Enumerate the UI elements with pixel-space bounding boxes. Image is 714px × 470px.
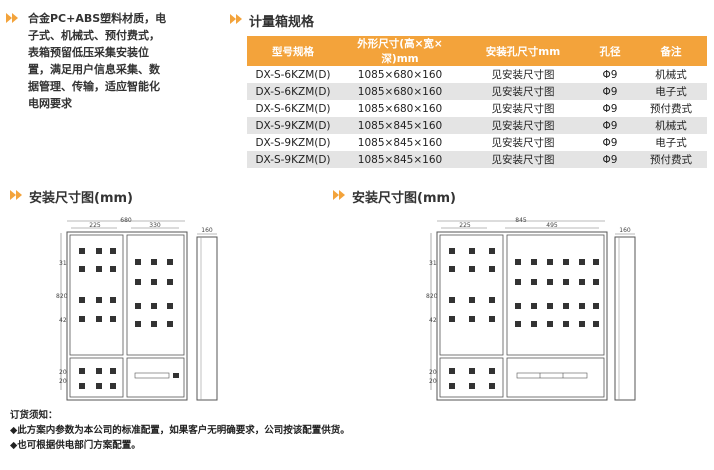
dim-depth: 160 bbox=[201, 227, 213, 234]
drawing-left-title: 安装尺寸图(mm) bbox=[29, 191, 133, 206]
dim-left-c: 200 bbox=[59, 369, 71, 376]
cell: Φ9 bbox=[585, 151, 635, 168]
dim-top-right: 330 bbox=[149, 222, 161, 229]
installation-drawing-left: 680 225 330 310 820 420 200 205 160 bbox=[56, 217, 218, 401]
cell: 1085×845×160 bbox=[339, 134, 461, 151]
dim-top-left: 225 bbox=[89, 222, 101, 229]
notes-title: 订货须知： bbox=[10, 410, 58, 421]
double-arrow-icon bbox=[230, 14, 242, 24]
cell: DX-S-9KZM(D) bbox=[247, 151, 339, 168]
dim-left-b: 420 bbox=[59, 317, 71, 324]
cell: 1085×845×160 bbox=[339, 117, 461, 134]
cell: 1085×680×160 bbox=[339, 83, 461, 100]
table-row: DX-S-6KZM(D) 1085×680×160 见安装尺寸图 Φ9 预付费式 bbox=[247, 100, 707, 117]
cell: 见安装尺寸图 bbox=[461, 83, 585, 100]
order-notes: 订货须知： ◆此方案内参数为本公司的标准配置，如果客户无明确要求，公司按该配置供… bbox=[10, 408, 350, 453]
cell: Φ9 bbox=[585, 134, 635, 151]
cell: 机械式 bbox=[635, 117, 707, 134]
cell: 见安装尺寸图 bbox=[461, 66, 585, 83]
table-row: DX-S-9KZM(D) 1085×845×160 见安装尺寸图 Φ9 电子式 bbox=[247, 134, 707, 151]
col-header: 孔径 bbox=[585, 36, 635, 66]
cell: 机械式 bbox=[635, 66, 707, 83]
col-header: 备注 bbox=[635, 36, 707, 66]
dim-depth: 160 bbox=[619, 227, 631, 234]
cell: Φ9 bbox=[585, 100, 635, 117]
cell: 1085×680×160 bbox=[339, 100, 461, 117]
table-header-row: 型号规格 外形尺寸(高×宽×深)mm 安装孔尺寸mm 孔径 备注 bbox=[247, 36, 707, 66]
double-arrow-icon bbox=[6, 13, 18, 23]
table-row: DX-S-9KZM(D) 1085×845×160 见安装尺寸图 Φ9 机械式 bbox=[247, 117, 707, 134]
cell: DX-S-6KZM(D) bbox=[247, 66, 339, 83]
dim-left-a: 310 bbox=[429, 260, 441, 267]
dim-left-a: 310 bbox=[59, 260, 71, 267]
cell: DX-S-6KZM(D) bbox=[247, 100, 339, 117]
intro-text: 合金PC+ABS塑料材质，电子式、机械式、预付费式，表箱预留低压采集安装位置，满… bbox=[28, 12, 167, 110]
col-header: 安装孔尺寸mm bbox=[461, 36, 585, 66]
col-header: 型号规格 bbox=[247, 36, 339, 66]
cell: 1085×845×160 bbox=[339, 151, 461, 168]
double-arrow-icon bbox=[333, 190, 345, 200]
cell: 1085×680×160 bbox=[339, 66, 461, 83]
cell: 电子式 bbox=[635, 134, 707, 151]
table-row: DX-S-6KZM(D) 1085×680×160 见安装尺寸图 Φ9 机械式 bbox=[247, 66, 707, 83]
col-header: 外形尺寸(高×宽×深)mm bbox=[339, 36, 461, 66]
cell: 见安装尺寸图 bbox=[461, 151, 585, 168]
dim-left-b: 420 bbox=[429, 317, 441, 324]
dim-top-total: 680 bbox=[120, 217, 132, 224]
dim-left-d: 205 bbox=[429, 378, 441, 385]
cell: Φ9 bbox=[585, 83, 635, 100]
dim-top-left: 225 bbox=[459, 222, 471, 229]
notes-line-1: ◆此方案内参数为本公司的标准配置，如果客户无明确要求，公司按该配置供货。 bbox=[10, 425, 350, 436]
spec-table: 型号规格 外形尺寸(高×宽×深)mm 安装孔尺寸mm 孔径 备注 DX-S-6K… bbox=[247, 36, 707, 168]
notes-line-2: ◆也可根据供电部门方案配置。 bbox=[10, 440, 141, 451]
cell: 电子式 bbox=[635, 83, 707, 100]
cell: DX-S-6KZM(D) bbox=[247, 83, 339, 100]
dim-left-total: 820 bbox=[56, 293, 68, 300]
dim-left-c: 200 bbox=[429, 369, 441, 376]
cell: 见安装尺寸图 bbox=[461, 117, 585, 134]
cell: Φ9 bbox=[585, 117, 635, 134]
cell: 见安装尺寸图 bbox=[461, 134, 585, 151]
drawing-right-title: 安装尺寸图(mm) bbox=[352, 191, 456, 206]
cell: 预付费式 bbox=[635, 151, 707, 168]
cell: 见安装尺寸图 bbox=[461, 100, 585, 117]
double-arrow-icon bbox=[10, 190, 22, 200]
table-row: DX-S-6KZM(D) 1085×680×160 见安装尺寸图 Φ9 电子式 bbox=[247, 83, 707, 100]
dim-top-total: 845 bbox=[515, 217, 527, 224]
cell: Φ9 bbox=[585, 66, 635, 83]
cell: DX-S-9KZM(D) bbox=[247, 117, 339, 134]
dim-left-d: 205 bbox=[59, 378, 71, 385]
cell: 预付费式 bbox=[635, 100, 707, 117]
spec-title: 计量箱规格 bbox=[249, 15, 315, 30]
dim-left-total: 820 bbox=[426, 293, 438, 300]
table-row: DX-S-9KZM(D) 1085×845×160 见安装尺寸图 Φ9 预付费式 bbox=[247, 151, 707, 168]
dim-top-right: 495 bbox=[546, 222, 558, 229]
cell: DX-S-9KZM(D) bbox=[247, 134, 339, 151]
installation-drawing-right: 845 225 495 310 820 420 200 205 160 bbox=[426, 217, 636, 401]
